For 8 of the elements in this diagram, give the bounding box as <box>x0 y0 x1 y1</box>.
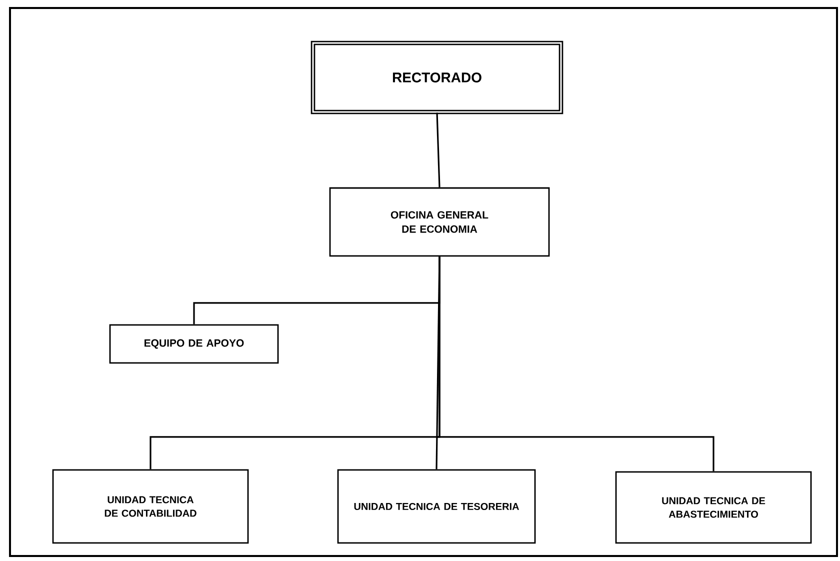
unit-box: UNIDAD TECNICA DE CONTABILIDAD <box>52 469 249 544</box>
connector-line <box>436 256 714 472</box>
connector-line <box>436 112 440 188</box>
title-box: RECTORADO <box>310 40 564 114</box>
unit-box: UNIDAD TECNICA DE TESORERIA <box>337 469 536 544</box>
unit-box: OFICINA GENERAL DE ECONOMIA <box>329 187 550 257</box>
unit-box: UNIDAD TECNICA DE ABASTECIMIENTO <box>615 471 812 544</box>
unit-box: EQUIPO DE APOYO <box>109 324 279 364</box>
